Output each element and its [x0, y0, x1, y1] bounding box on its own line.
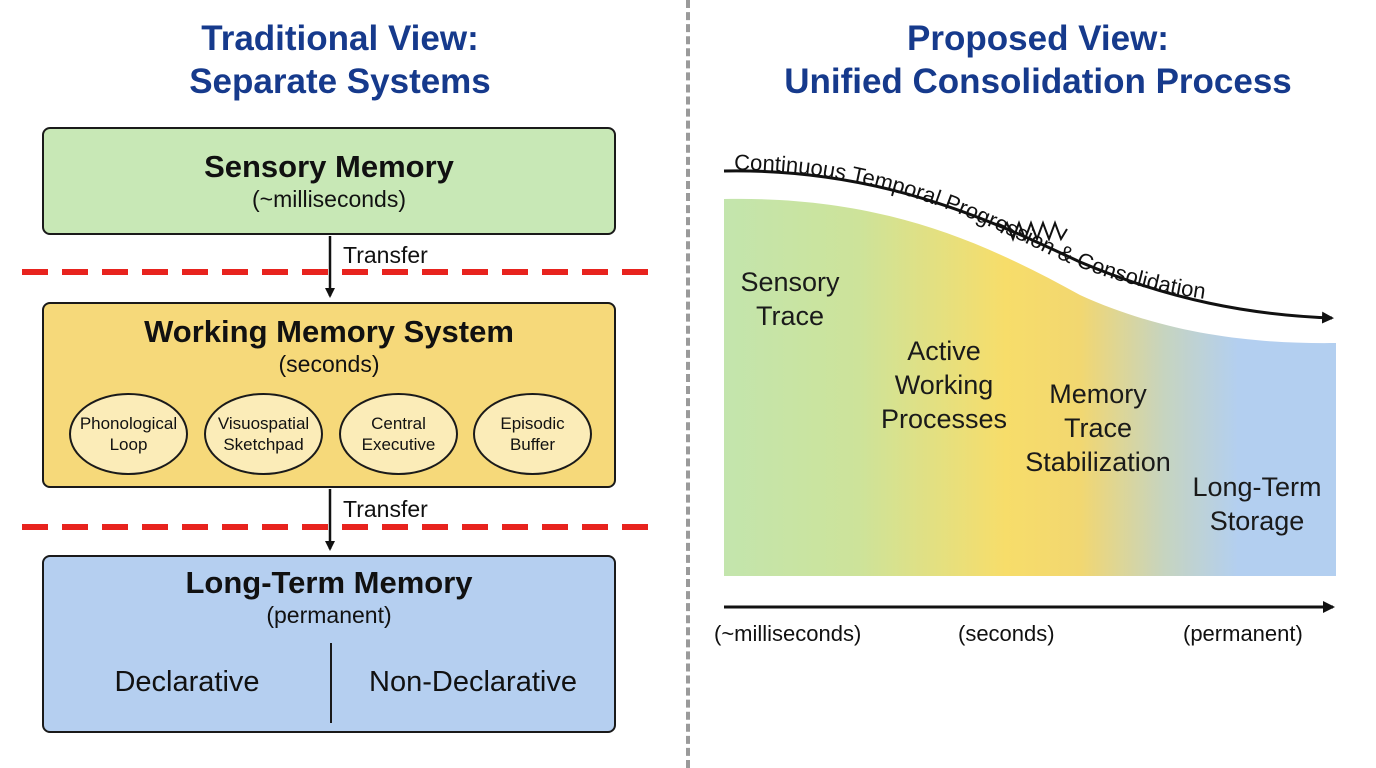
component-label: Sketchpad	[223, 435, 304, 454]
stage-sensory-trace: Sensory Trace	[714, 265, 866, 333]
stage-label: Active	[907, 336, 981, 366]
stage-label: Storage	[1209, 506, 1305, 536]
proposed-view-title: Proposed View: Unified Consolidation Pro…	[700, 17, 1376, 103]
component-label: Episodic	[500, 414, 565, 433]
consolidation-gradient-area	[724, 198, 1336, 576]
timeline-label-milliseconds: (~milliseconds)	[714, 621, 862, 646]
curve-squiggle	[1000, 220, 1068, 242]
stage-label: Stabilization	[1025, 447, 1171, 477]
traditional-view-title-line1: Traditional View:	[201, 19, 479, 58]
temporal-progression-curve	[723, 169, 1334, 324]
component-label: Visuospatial	[217, 414, 310, 433]
long-term-memory-duration: (permanent)	[266, 602, 392, 628]
working-memory-box: Working Memory System (seconds) Phonolog…	[42, 302, 616, 488]
traditional-view-title-line2: Separate Systems	[189, 62, 491, 101]
traditional-view-title: Traditional View: Separate Systems	[40, 17, 640, 103]
component-label: Central	[371, 414, 426, 433]
sensory-memory-title: Sensory Memory	[204, 149, 454, 184]
long-term-memory-box: Long-Term Memory (permanent) Declarative…	[42, 555, 616, 733]
component-label: Buffer	[509, 435, 556, 454]
non-declarative-label: Non-Declarative	[369, 666, 577, 698]
stage-label: Trace	[1063, 413, 1132, 443]
stage-label: Trace	[755, 301, 824, 331]
panel-divider	[686, 0, 690, 768]
long-term-memory-title: Long-Term Memory	[185, 565, 473, 600]
component-label: Phonological	[79, 414, 178, 433]
stage-label: Long-Term	[1192, 472, 1322, 502]
component-label: Loop	[109, 435, 148, 454]
sensory-memory-duration: (~milliseconds)	[251, 186, 406, 212]
component-label: Executive	[361, 435, 436, 454]
timeline-label-permanent: (permanent)	[1183, 621, 1303, 646]
traditional-flow-lines	[22, 236, 660, 551]
stage-long-term-storage: Long-Term Storage	[1176, 470, 1338, 538]
stage-label: Working	[894, 370, 994, 400]
declarative-label: Declarative	[114, 666, 260, 698]
working-memory-duration: (seconds)	[278, 351, 380, 377]
working-memory-title: Working Memory System	[144, 314, 514, 349]
stage-label: Memory	[1049, 379, 1147, 409]
stage-label: Processes	[880, 404, 1008, 434]
long-term-memory-split	[330, 643, 332, 723]
sensory-memory-box: Sensory Memory (~milliseconds)	[42, 127, 616, 235]
timeline-label-seconds: (seconds)	[958, 621, 1055, 646]
stage-label: Sensory	[740, 267, 840, 297]
proposed-view-title-line2: Unified Consolidation Process	[784, 62, 1292, 101]
stage-active-working-processes: Active Working Processes	[860, 334, 1028, 436]
proposed-view-title-line1: Proposed View:	[907, 19, 1169, 58]
transfer-label-2: Transfer	[343, 496, 428, 522]
transfer-label-1: Transfer	[343, 242, 428, 268]
stage-memory-trace-stabilization: Memory Trace Stabilization	[1010, 377, 1186, 479]
